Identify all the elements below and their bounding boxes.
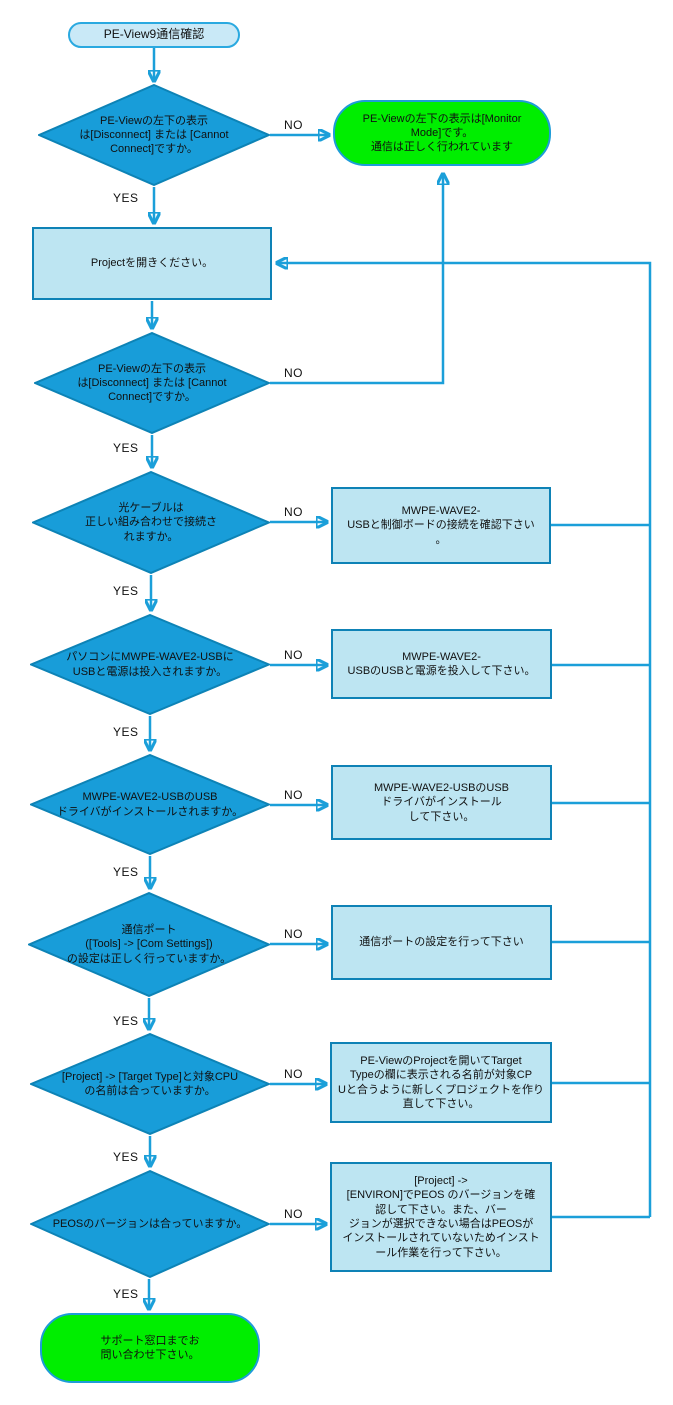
edge-label-no-4: NO (284, 648, 303, 662)
node-check-disconnect-1-label: PE-Viewの左下の表示 は[Disconnect] または [Cannot … (79, 114, 229, 156)
edge-label-yes-8: YES (113, 1287, 139, 1301)
node-end-support-label: サポート窓口までお 問い合わせ下さい。 (100, 1334, 200, 1361)
edge-label-yes-5: YES (113, 865, 139, 879)
edge-label-no-3: NO (284, 505, 303, 519)
node-fix-peos: [Project] -> [ENVIRON]でPEOS のバージョンを確 認して… (330, 1162, 552, 1272)
node-fix-power-label: MWPE-WAVE2- USBのUSBと電源を投入して下さい。 (347, 650, 536, 677)
node-check-comport-label: 通信ポート ([Tools] -> [Com Settings]) の設定は正し… (66, 924, 232, 965)
node-start-label: PE-View9通信確認 (103, 27, 205, 42)
edge-label-yes-7: YES (113, 1150, 139, 1164)
diamond-shape (30, 614, 270, 715)
diamond-shape (30, 1170, 270, 1278)
node-monitor-mode-label: PE-Viewの左下の表示は[Monitor Mode]です。 通信は正しく行わ… (362, 112, 522, 154)
node-fix-peos-label: [Project] -> [ENVIRON]でPEOS のバージョンを確 認して… (342, 1175, 540, 1259)
node-fix-cable: MWPE-WAVE2- USBと制御ボードの接続を確認下さい 。 (331, 487, 551, 564)
edge-label-yes-6: YES (113, 1014, 139, 1028)
edge-label-no-6: NO (284, 927, 303, 941)
node-fix-target-type: PE-ViewのProjectを開いてTarget Typeの欄に表示される名前… (330, 1042, 552, 1123)
node-fix-cable-label: MWPE-WAVE2- USBと制御ボードの接続を確認下さい 。 (347, 505, 535, 546)
diamond-shape (32, 471, 270, 574)
node-fix-comport: 通信ポートの設定を行って下さい (331, 905, 552, 980)
edge-label-yes-3: YES (113, 584, 139, 598)
node-check-comport: 通信ポート ([Tools] -> [Com Settings]) の設定は正し… (28, 892, 270, 997)
diamond-shape (34, 332, 270, 434)
node-start: PE-View9通信確認 (68, 22, 240, 48)
node-check-cable-label: 光ケーブルは 正しい組み合わせで接続さ れますか。 (85, 502, 217, 543)
node-check-target-type-label: [Project] -> [Target Type]と対象CPU の名前は合って… (61, 1070, 239, 1097)
node-check-power-label: パソコンにMWPE-WAVE2-USBに USBと電源は投入されますか。 (66, 651, 234, 678)
edge-label-no-7: NO (284, 1067, 303, 1081)
diamond-shape (38, 84, 270, 186)
node-end-support: サポート窓口までお 問い合わせ下さい。 (40, 1313, 260, 1383)
edge-check2-no-to-monitor (270, 175, 443, 385)
edge-label-yes-1: YES (113, 191, 139, 205)
node-fix-target-type-label: PE-ViewのProjectを開いてTarget Typeの欄に表示される名前… (338, 1054, 544, 1110)
node-fix-comport-label: 通信ポートの設定を行って下さい (359, 936, 524, 949)
node-check-disconnect-1: PE-Viewの左下の表示 は[Disconnect] または [Cannot … (38, 84, 270, 186)
node-check-cable: 光ケーブルは 正しい組み合わせで接続さ れますか。 (32, 471, 270, 574)
node-check-disconnect-2-label: PE-Viewの左下の表示 は[Disconnect] または [Cannot … (77, 362, 227, 404)
node-fix-power: MWPE-WAVE2- USBのUSBと電源を投入して下さい。 (331, 629, 552, 699)
node-check-driver-label: MWPE-WAVE2-USBのUSB ドライバがインストールされますか。 (56, 791, 244, 818)
edge-label-no-8: NO (284, 1207, 303, 1221)
node-check-target-type: [Project] -> [Target Type]と対象CPU の名前は合って… (30, 1033, 270, 1135)
edge-label-no-1: NO (284, 118, 303, 132)
node-check-power: パソコンにMWPE-WAVE2-USBに USBと電源は投入されますか。 (30, 614, 270, 715)
node-open-project-label: Projectを開きください。 (90, 257, 214, 270)
diamond-shape (28, 892, 270, 997)
node-check-peos: PEOSのバージョンは合っていますか。 (30, 1170, 270, 1278)
node-open-project: Projectを開きください。 (32, 227, 272, 300)
node-fix-driver-label: MWPE-WAVE2-USBのUSB ドライバがインストール して下さい。 (373, 782, 510, 823)
node-fix-driver: MWPE-WAVE2-USBのUSB ドライバがインストール して下さい。 (331, 765, 552, 840)
diamond-shape (30, 1033, 270, 1135)
edge-label-yes-2: YES (113, 441, 139, 455)
node-check-peos-label: PEOSのバージョンは合っていますか。 (52, 1217, 248, 1230)
node-check-disconnect-2: PE-Viewの左下の表示 は[Disconnect] または [Cannot … (34, 332, 270, 434)
node-check-driver: MWPE-WAVE2-USBのUSB ドライバがインストールされますか。 (30, 754, 270, 855)
node-monitor-mode: PE-Viewの左下の表示は[Monitor Mode]です。 通信は正しく行わ… (333, 100, 551, 166)
edge-label-no-2: NO (284, 366, 303, 380)
edge-label-yes-4: YES (113, 725, 139, 739)
diamond-shape (30, 754, 270, 855)
edge-label-no-5: NO (284, 788, 303, 802)
edge-return-to-project (278, 263, 652, 1217)
